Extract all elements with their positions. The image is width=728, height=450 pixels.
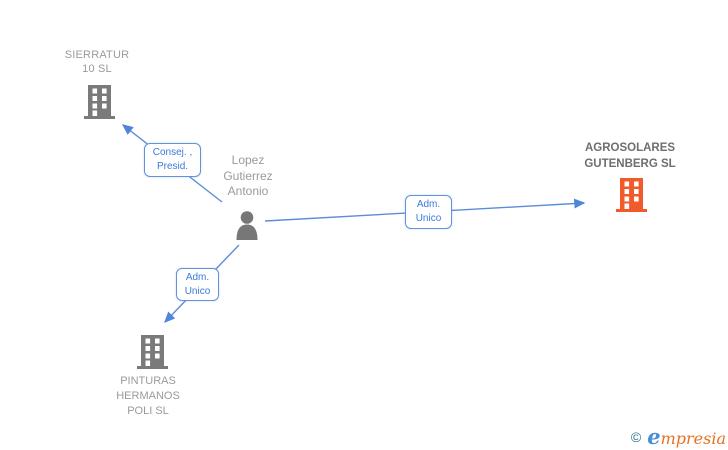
building-icon [616,178,647,212]
company-name-sierratur: SIERRATUR 10 SL [37,48,157,76]
role-line: Adm. [416,199,441,210]
copyright-icon: © [630,429,642,445]
role-line: Presid. [156,161,189,172]
brand-initial: e [647,424,661,449]
company-name-line: AGROSOLARES [584,142,676,154]
node-sierratur[interactable] [84,85,115,124]
role-line: Unico [415,213,442,224]
company-name-line: POLI SL [127,405,169,417]
person-name-line: Gutierrez [223,168,273,183]
role-line: Unico [184,285,211,297]
node-pinturas[interactable] [137,335,168,374]
node-person[interactable] [233,211,261,245]
company-name-line: 10 SL [82,63,112,75]
role-line: Adm. [185,271,210,283]
edge-label-consej-presid: Consej. , Presid. [144,143,201,177]
company-name-line: PINTURAS [120,375,176,387]
building-icon [137,335,168,369]
person-name-line: Antonio [227,184,269,198]
company-name-agrosolares: AGROSOLARES GUTENBERG SL [569,140,691,172]
company-name-line: GUTENBERG SL [584,158,676,170]
brand-name: mpresia [660,429,726,448]
role-line: Consej. , [152,147,193,158]
edge-label-adm-unico-right: Adm. Unico [405,195,452,229]
person-icon [236,211,258,240]
edge-label-adm-unico-bottom: Adm. Unico [176,268,219,301]
building-icon [84,85,115,119]
company-name-line: SIERRATUR [64,49,130,61]
company-name-pinturas: PINTURAS HERMANOS POLI SL [88,374,208,419]
node-agrosolares[interactable] [616,178,647,217]
empresia-watermark: © empresia [631,424,726,449]
person-name: Lopez Gutierrez Antonio [188,153,308,200]
person-name-line: Lopez [231,153,265,167]
company-name-line: HERMANOS [116,390,180,402]
